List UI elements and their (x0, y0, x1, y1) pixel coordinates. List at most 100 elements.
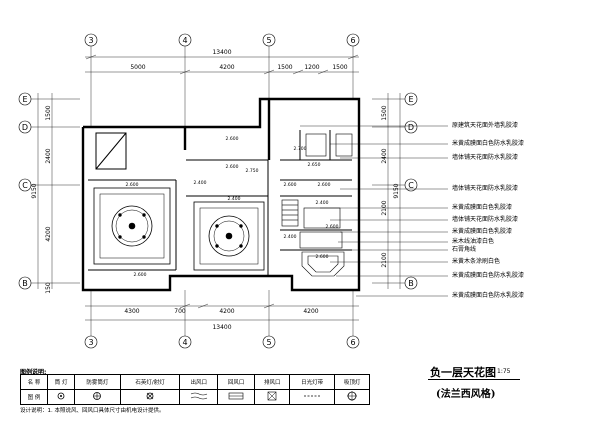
supply-air-icon (179, 389, 218, 405)
legend-item-label: 回风口 (216, 374, 256, 390)
elevation-label: 2.700 (294, 146, 307, 152)
elevation-label: 2.600 (318, 182, 331, 188)
dim-text: 1500 (381, 105, 388, 120)
dim-text: 150 (45, 282, 52, 294)
vertical-dimension-texts: 1500 2400 4200 150 9150 1500 2400 2100 2… (31, 105, 400, 294)
ceiling-light-icon (334, 389, 370, 405)
legend-symbol-row: 图 例 (19, 389, 370, 405)
fog-downlight-icon (74, 389, 121, 405)
dim-text: 4200 (219, 308, 234, 315)
drawing-scale: 1:75 (497, 368, 511, 375)
elevation-label: 2.600 (316, 254, 329, 260)
legend-item-label: 石英灯/射灯 (119, 374, 181, 390)
annotation-text: 墙体铺天花面防水乳胶漆 (452, 216, 519, 223)
axis-label: 4 (182, 338, 187, 347)
legend-item-label: 排风口 (254, 374, 290, 390)
annotation-text: 米黄成膜面白色乳胶漆 (452, 228, 513, 235)
annotation-text: 米黄成膜面白色防水乳胶漆 (452, 140, 525, 147)
dim-text: 2400 (45, 148, 52, 163)
dim-text: 5000 (130, 64, 145, 71)
dim-text: 4200 (219, 64, 234, 71)
legend-item-label: 日光灯带 (288, 374, 336, 390)
dim-text: 4300 (124, 308, 139, 315)
design-note: 设计说明：1. 本照说风、回风口具体尺寸由机电设计提供。 (20, 408, 165, 414)
axis-label: 6 (350, 36, 355, 45)
dim-text: 13400 (212, 324, 231, 331)
annotation-text: 米黄成膜面白色防水乳胶漆 (452, 272, 525, 279)
elevation-label: 2.400 (284, 234, 297, 240)
elevation-label: 2.400 (316, 200, 329, 206)
axis-label: C (408, 181, 414, 190)
return-air-icon (216, 389, 256, 405)
dim-text: 1500 (45, 105, 52, 120)
elevation-label: 2.400 (194, 180, 207, 186)
axis-lines (31, 46, 405, 336)
dim-text: 4200 (45, 226, 52, 241)
annotation-text: 米木线油漆白色 (452, 238, 495, 245)
dim-text: 9150 (393, 183, 400, 198)
axis-labels: 3 4 5 6 3 4 5 6 E D C B E D C B (22, 36, 414, 347)
legend-header: 图 例 (19, 389, 49, 405)
elevation-label: 2.650 (308, 162, 321, 168)
axis-label: E (22, 95, 27, 104)
ceiling-medallion-left (93, 187, 171, 265)
axis-bubbles-top (84, 33, 360, 47)
axis-label: 5 (266, 338, 271, 347)
legend-header: 名 称 (19, 374, 49, 390)
legend-name-row: 名 称 筒 灯 防雾筒灯 石英灯/射灯 出风口 回风口 排风口 日光灯带 吸顶灯 (19, 374, 370, 390)
annotation-text: 米黄成膜面白色防水乳胶漆 (452, 292, 525, 299)
axis-label: 6 (350, 338, 355, 347)
axis-label: B (22, 279, 28, 288)
axis-label: D (22, 123, 28, 132)
legend-item-label: 筒 灯 (47, 374, 76, 390)
title-underline (428, 379, 520, 380)
annotation-text: 墙体铺天花面防水乳胶漆 (452, 185, 519, 192)
dim-text: 700 (174, 308, 186, 315)
partitions (88, 130, 352, 275)
downlight-icon (47, 389, 76, 405)
annotation-text: 石膏角线 (452, 246, 477, 253)
elevation-label: 2.400 (228, 196, 241, 202)
dim-text: 1500 (277, 64, 292, 71)
dim-text: 4200 (303, 308, 318, 315)
axis-label: C (22, 181, 28, 190)
elevation-label: 2.600 (284, 182, 297, 188)
dimension-lines (37, 54, 401, 321)
room-elevations: 2.600 2.600 2.600 2.400 2.750 2.700 2.65… (126, 136, 339, 278)
annotation-text: 墙体铺天花面防水乳胶漆 (452, 154, 519, 161)
elevation-label: 2.600 (126, 182, 139, 188)
axis-label: 3 (88, 36, 93, 45)
dim-text: 1500 (332, 64, 347, 71)
legend-table: 名 称 筒 灯 防雾筒灯 石英灯/射灯 出风口 回风口 排风口 日光灯带 吸顶灯… (19, 374, 370, 405)
annotation-leaders (300, 125, 448, 297)
elevation-label: 2.600 (226, 164, 239, 170)
dim-text: 1200 (304, 64, 319, 71)
drawing-title: 负一层天花图 (430, 366, 496, 379)
dim-text: 13400 (212, 49, 231, 56)
annotation-text: 原建筑天花面外墙乳胶漆 (452, 122, 519, 129)
axis-label: 3 (88, 338, 93, 347)
walls (81, 97, 361, 292)
annotation-text: 米黄成膜面白色乳胶漆 (452, 204, 513, 211)
dim-text: 2400 (381, 148, 388, 163)
axis-label: 4 (182, 36, 187, 45)
ceiling-medallion-center (193, 201, 265, 271)
elevation-label: 2.600 (134, 272, 147, 278)
legend-item-label: 出风口 (179, 374, 218, 390)
elevation-label: 2.600 (326, 224, 339, 230)
dim-text: 9150 (31, 183, 38, 198)
legend-title: 图例说明: (20, 369, 47, 376)
axis-label: 5 (266, 36, 271, 45)
drawing-subtitle: (法兰西风格) (436, 389, 496, 400)
legend-item-label: 防雾筒灯 (74, 374, 121, 390)
dimension-texts: 13400 5000 4200 1500 1200 1500 4300 700 … (124, 49, 347, 331)
elevation-label: 2.750 (246, 168, 259, 174)
dim-text: 2100 (381, 200, 388, 215)
axis-label: B (408, 279, 414, 288)
dim-text: 2100 (381, 252, 388, 267)
axis-bubbles-bottom (84, 335, 360, 349)
axis-label: D (408, 123, 414, 132)
elevation-label: 2.600 (226, 136, 239, 142)
legend-item-label: 吸顶灯 (334, 374, 370, 390)
